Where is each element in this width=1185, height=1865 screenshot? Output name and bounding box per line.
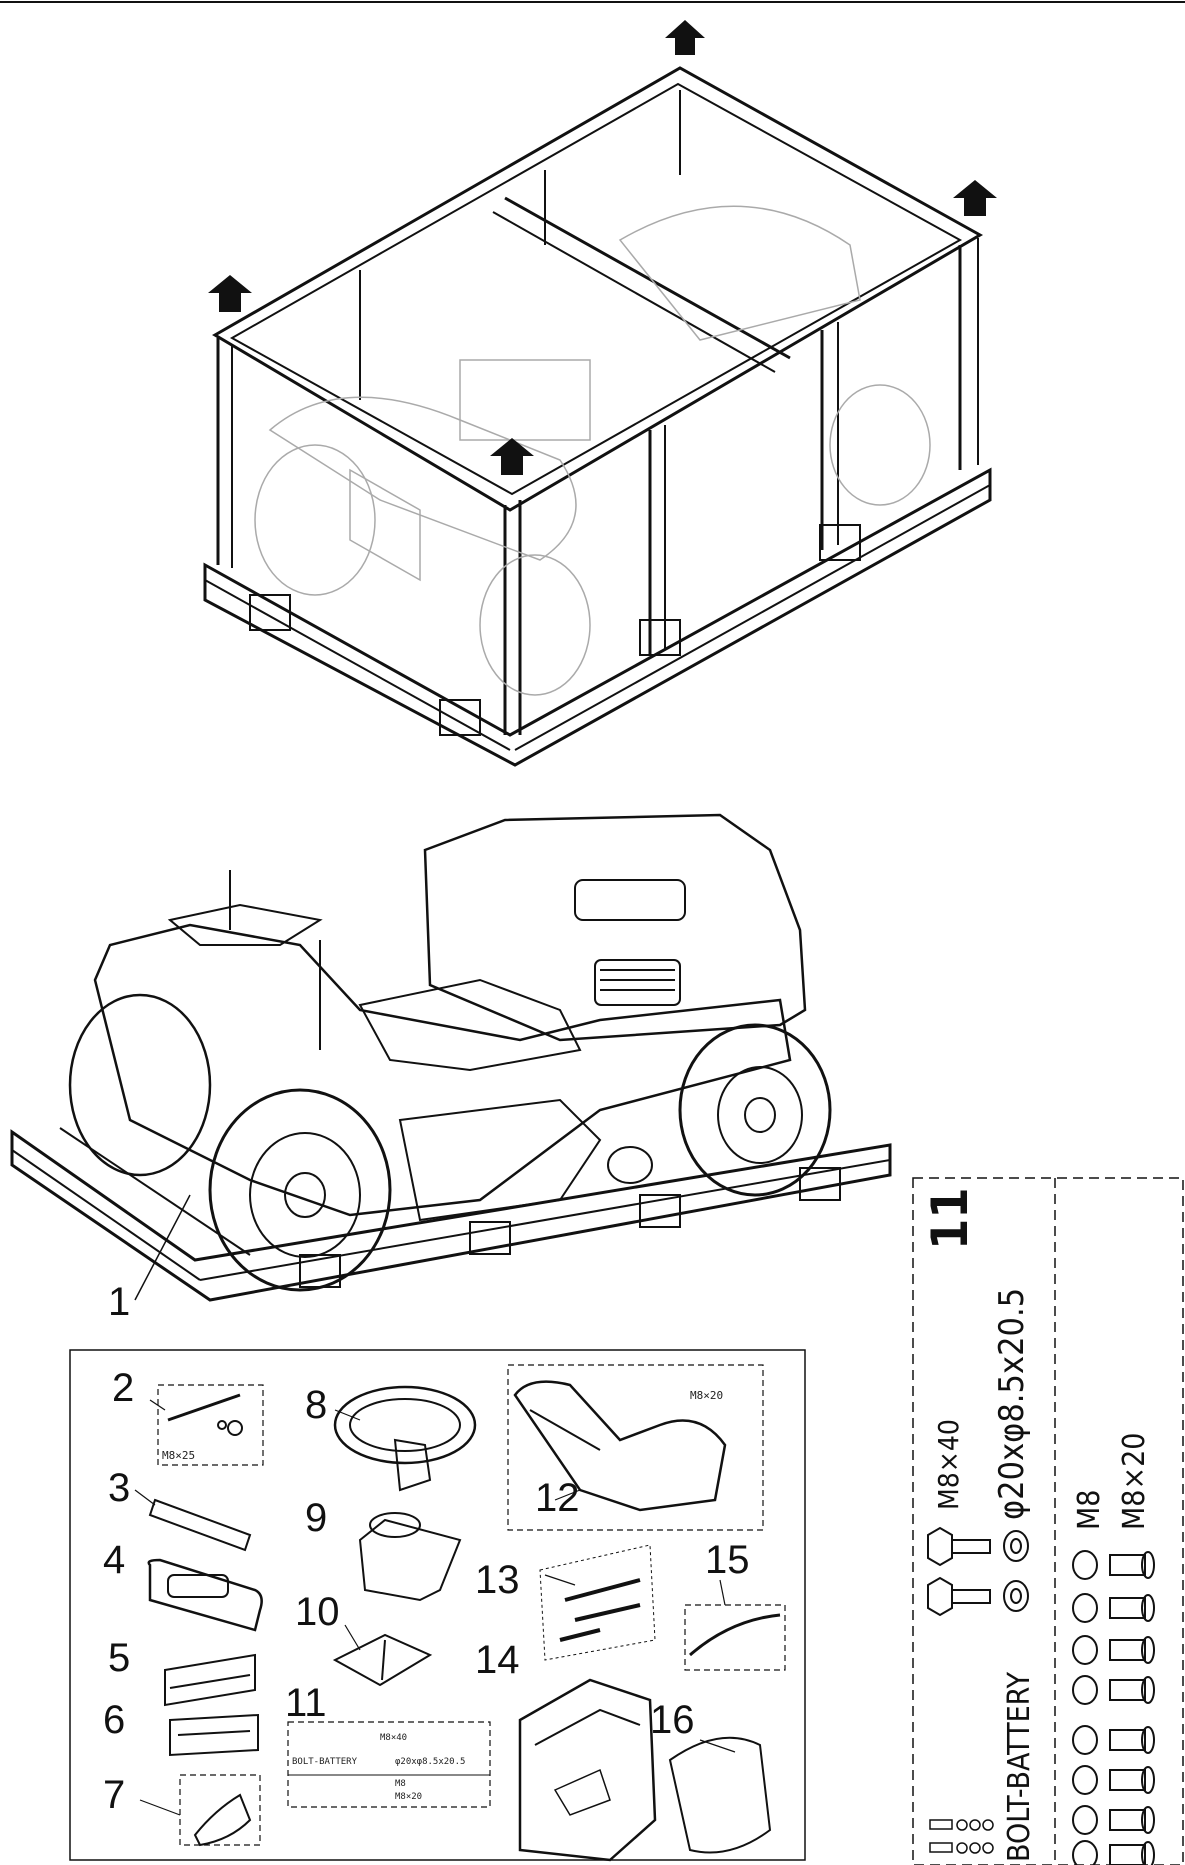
up-arrow-icon bbox=[208, 20, 997, 475]
detail-11-washer-spec: φ20xφ8.5x20.5 bbox=[992, 1287, 1032, 1520]
part2-bolt-label: M8×25 bbox=[162, 1449, 196, 1462]
detail-11-panel bbox=[912, 1177, 1184, 1865]
callout-9: 9 bbox=[305, 1496, 328, 1540]
part12-bolt-label: M8×20 bbox=[690, 1389, 724, 1402]
callout-1: 1 bbox=[108, 1280, 131, 1324]
callout-10: 10 bbox=[295, 1590, 340, 1634]
callout-12: 12 bbox=[535, 1476, 580, 1520]
detail-11-m8x40: M8×40 bbox=[932, 1419, 965, 1510]
detail-11-m8x20: M8×20 bbox=[1117, 1432, 1152, 1530]
parts-box bbox=[69, 1349, 806, 1861]
callout-5: 5 bbox=[108, 1636, 131, 1680]
part11-m8x20-label: M8×20 bbox=[395, 1792, 423, 1802]
callout-6: 6 bbox=[103, 1698, 126, 1742]
m8-hardware bbox=[1072, 1550, 1155, 1865]
detail-11-number: 11 bbox=[921, 1187, 979, 1250]
callout-16: 16 bbox=[650, 1698, 695, 1742]
callout-3: 3 bbox=[108, 1466, 131, 1510]
crate bbox=[203, 66, 992, 767]
detail-11-bolt-battery: BOLT-BATTERY bbox=[1002, 1672, 1037, 1862]
part11-washer-label: φ20xφ8.5x20.5 bbox=[395, 1757, 466, 1767]
callout-4: 4 bbox=[103, 1538, 126, 1582]
callout-2: 2 bbox=[112, 1366, 135, 1410]
tractor-on-pallet bbox=[10, 813, 892, 1302]
callout-15: 15 bbox=[705, 1538, 750, 1582]
callout-14: 14 bbox=[475, 1638, 520, 1682]
callout-13: 13 bbox=[475, 1558, 520, 1602]
part11-battery-label: BOLT-BATTERY bbox=[292, 1757, 358, 1767]
part11-m8x40-label: M8×40 bbox=[380, 1733, 408, 1743]
part11-m8-label: M8 bbox=[395, 1779, 406, 1789]
callout-11: 11 bbox=[285, 1681, 327, 1725]
detail-11-m8: M8 bbox=[1072, 1489, 1107, 1530]
callout-8: 8 bbox=[305, 1383, 328, 1427]
callout-7: 7 bbox=[103, 1773, 126, 1817]
